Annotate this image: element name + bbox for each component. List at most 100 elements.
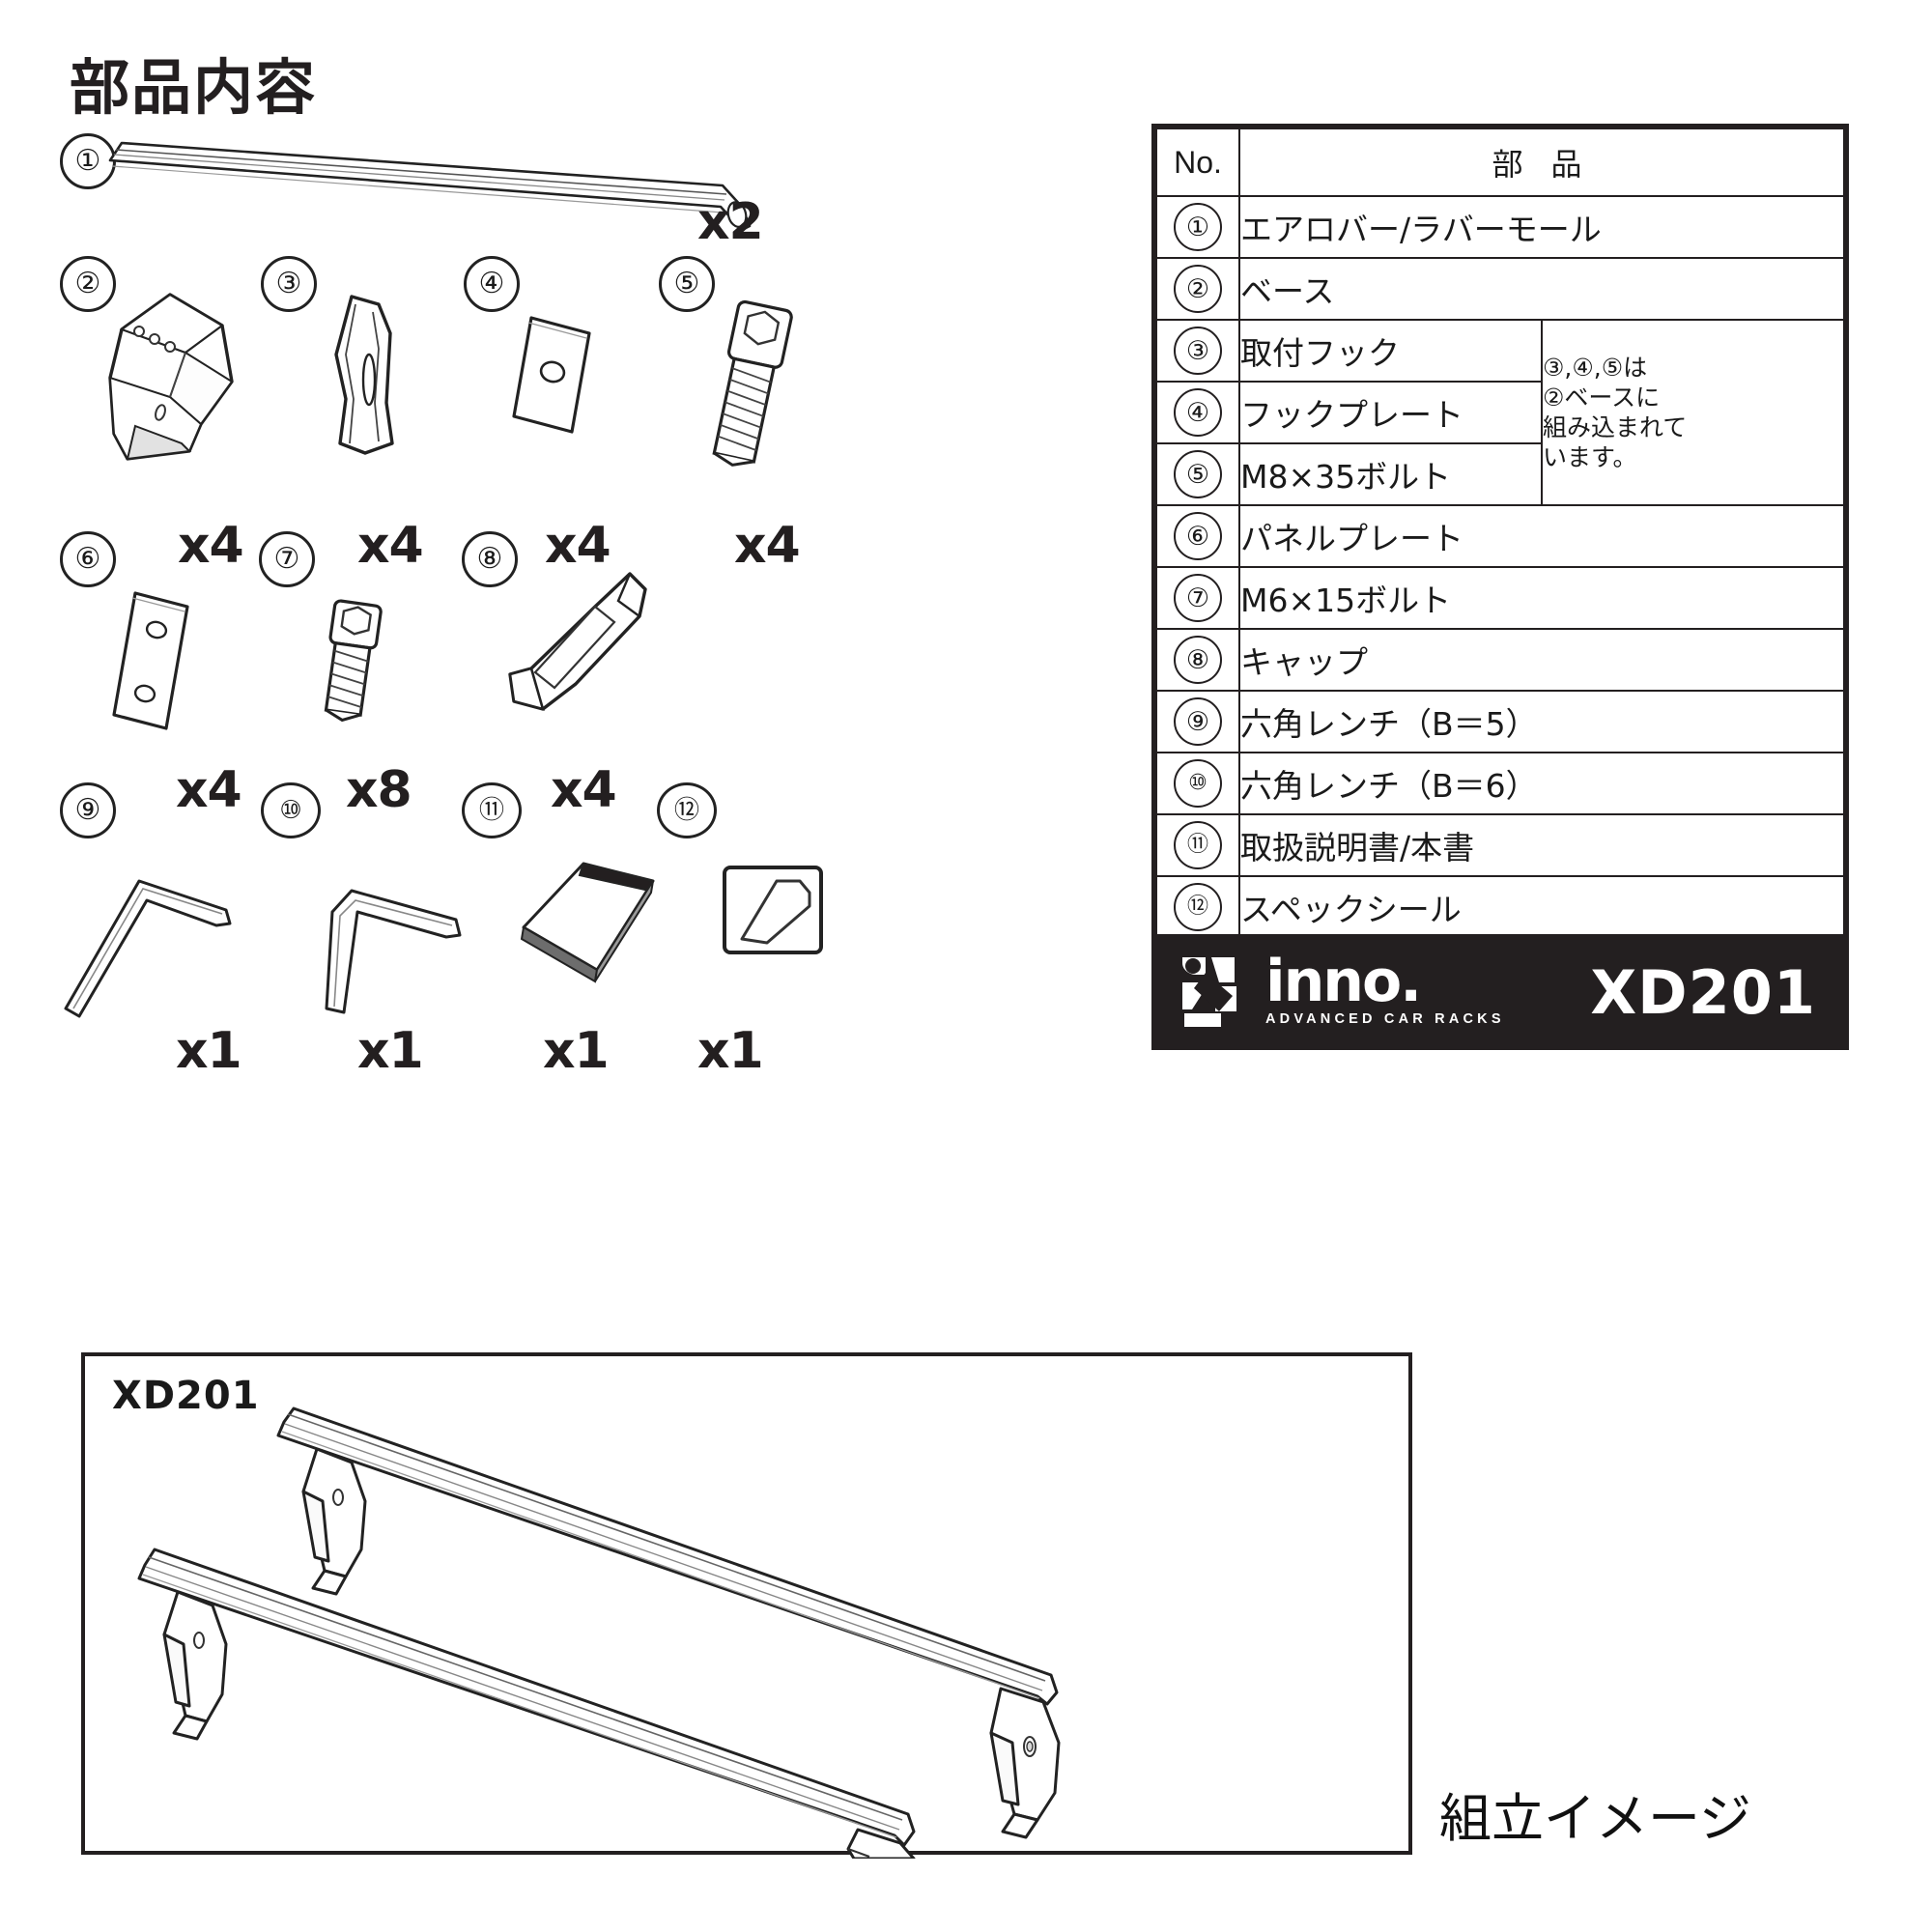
part-qty-10: x1 [357, 1022, 424, 1080]
hex-wrench-b5-icon [46, 829, 278, 1022]
part-number-5: ⑤ [659, 256, 715, 312]
row-no-cell: ④ [1155, 381, 1240, 444]
row-name-8: キャップ [1238, 628, 1845, 692]
parts-table: No. 部 品 ① エアロバー/ラバーモール ② ベース ③ 取付フック ③,④… [1151, 124, 1849, 943]
row-no-8: ⑧ [1174, 636, 1222, 684]
assembled-rack-icon [85, 1356, 1408, 1861]
part-number-8: ⑧ [462, 531, 518, 587]
row-name-10: 六角レンチ（B＝6） [1238, 752, 1845, 815]
table-row: ⑪ 取扱説明書/本書 [1155, 813, 1845, 877]
row-name-6: パネルプレート [1238, 504, 1845, 568]
row-name-9: 六角レンチ（B＝5） [1238, 690, 1845, 753]
part-qty-3: x4 [357, 517, 424, 575]
assembly-model-label: XD201 [112, 1374, 260, 1418]
table-row: ① エアロバー/ラバーモール [1155, 195, 1845, 259]
brand-bar: inno. ADVANCED CAR RACKS XD201 [1151, 934, 1849, 1050]
table-row: ③ 取付フック ③,④,⑤は ②ベースに 組み込まれて います。 [1155, 319, 1845, 506]
part-number-2: ② [60, 256, 116, 312]
row-no-11: ⑪ [1174, 821, 1222, 869]
mounting-hook-icon [298, 291, 442, 465]
brand-name: inno. [1265, 948, 1422, 1016]
note-line-2: ②ベースに [1543, 384, 1661, 412]
m6-bolt-icon [298, 597, 404, 742]
brand-wordmark: inno. ADVANCED CAR RACKS [1265, 948, 1505, 1027]
row-no-9: ⑨ [1174, 697, 1222, 746]
row-no-cell: ⑨ [1155, 690, 1240, 753]
part-number-1: ① [60, 133, 116, 189]
row-no-1: ① [1174, 203, 1222, 251]
assembly-image-panel: XD201 [81, 1352, 1412, 1861]
part-qty-1: x2 [697, 193, 764, 251]
spec-sticker-icon [717, 862, 833, 968]
aero-bar-icon [104, 137, 781, 243]
row-name-1: エアロバー/ラバーモール [1238, 195, 1845, 259]
row-no-cell: ⑦ [1155, 566, 1240, 630]
header-no: No. [1155, 128, 1240, 197]
row-name-12: スペックシール [1238, 875, 1845, 939]
note-line-3: 組み込まれて [1543, 413, 1688, 441]
brand-model: XD201 [1590, 956, 1816, 1028]
part-number-6: ⑥ [60, 531, 116, 587]
table-row: ⑥ パネルプレート [1155, 504, 1845, 568]
part-qty-8: x4 [551, 761, 617, 819]
row-no-3: ③ [1174, 327, 1222, 375]
row-name-5: M8×35ボルト [1238, 442, 1543, 506]
part-number-10: ⑩ [261, 782, 321, 838]
table-row: ⑦ M6×15ボルト [1155, 566, 1845, 630]
table-row: ⑫ スペックシール [1155, 875, 1845, 939]
part-qty-7: x8 [346, 761, 412, 819]
part-number-4: ④ [464, 256, 520, 312]
part-number-11: ⑪ [462, 782, 522, 838]
row-no-cell: ⑥ [1155, 504, 1240, 568]
header-part: 部 品 [1238, 128, 1845, 197]
note-line-4: います。 [1543, 443, 1637, 471]
row-no-cell: ⑧ [1155, 628, 1240, 692]
page-title: 部品内容 [70, 52, 318, 123]
row-no-cell: ② [1155, 257, 1240, 321]
hex-wrench-b6-icon [301, 842, 504, 1016]
table-row: ⑨ 六角レンチ（B＝5） [1155, 690, 1845, 753]
row-no-6: ⑥ [1174, 512, 1222, 560]
brand-tagline: ADVANCED CAR RACKS [1265, 1010, 1505, 1027]
row-no-cell: ⑤ [1155, 442, 1240, 506]
row-no-4: ④ [1174, 388, 1222, 437]
table-row: ⑤ M8×35ボルト [1155, 442, 1844, 506]
row-no-7: ⑦ [1174, 574, 1222, 622]
table-row: ② ベース [1155, 257, 1845, 321]
table-row: ④ フックプレート [1155, 381, 1844, 444]
part-qty-11: x1 [543, 1022, 610, 1080]
row-no-cell: ⑫ [1155, 875, 1240, 939]
parts-illustration-area: ① x2 ② [0, 116, 1121, 1304]
assembly-caption: 組立イメージ [1439, 1788, 1751, 1849]
m8-bolt-icon [688, 297, 813, 490]
row-no-cell: ⑩ [1155, 752, 1240, 815]
row-no-12: ⑫ [1174, 883, 1222, 931]
table-header-row: No. 部 品 [1155, 128, 1845, 197]
part-qty-5: x4 [734, 517, 801, 575]
part-number-12: ⑫ [657, 782, 717, 838]
row-no-cell: ① [1155, 195, 1240, 259]
part-qty-4: x4 [545, 517, 611, 575]
table-row: ⑩ 六角レンチ（B＝6） [1155, 752, 1845, 815]
part-number-3: ③ [261, 256, 317, 312]
row-name-4: フックプレート [1238, 381, 1543, 444]
row-no-5: ⑤ [1174, 450, 1222, 498]
part-qty-2: x4 [178, 517, 244, 575]
hook-plate-icon [497, 312, 622, 447]
table-row: ⑧ キャップ [1155, 628, 1845, 692]
cap-icon [487, 568, 670, 732]
inno-logo-icon [1177, 953, 1252, 1031]
part-qty-6: x4 [176, 761, 242, 819]
part-qty-12: x1 [697, 1022, 764, 1080]
row-name-7: M6×15ボルト [1238, 566, 1845, 630]
assembly-note: ③,④,⑤は ②ベースに 組み込まれて います。 [1541, 319, 1845, 506]
part-number-9: ⑨ [60, 782, 116, 838]
row-no-10: ⑩ [1174, 759, 1222, 808]
base-icon [77, 289, 270, 472]
panel-plate-icon [97, 587, 222, 742]
row-no-cell: ③ [1155, 319, 1240, 383]
note-line-1: ③,④,⑤は [1543, 354, 1648, 382]
row-name-3: 取付フック [1238, 319, 1543, 383]
row-name-11: 取扱説明書/本書 [1238, 813, 1845, 877]
